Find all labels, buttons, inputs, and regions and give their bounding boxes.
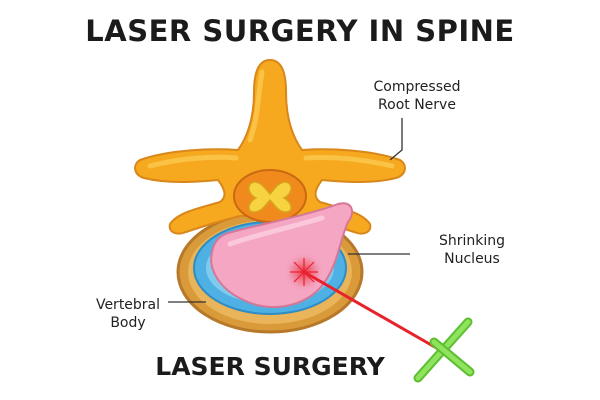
arch-highlight-left: [147, 154, 239, 169]
diagram-title: LASER SURGERY IN SPINE: [85, 14, 515, 48]
label-line: Vertebral: [95, 297, 161, 313]
laser-beam: [302, 270, 442, 352]
arch-highlight-right: [303, 154, 395, 169]
arch-highlight: [247, 69, 265, 143]
laser-handle: [413, 317, 475, 383]
nucleus-highlight: [227, 215, 325, 247]
label-compressed-root-nerve: Compressed Root Nerve: [352, 78, 482, 114]
spinal-cord-center: [248, 181, 292, 213]
label-shrinking-nucleus: Shrinking Nucleus: [412, 232, 532, 268]
label-line: Body: [110, 315, 146, 331]
label-line: Nucleus: [444, 251, 500, 267]
label-line: Compressed: [373, 79, 461, 95]
diagram-subtitle: LASER SURGERY: [155, 352, 385, 381]
label-line: Root Nerve: [378, 97, 456, 113]
label-line: Shrinking: [438, 233, 506, 249]
label-vertebral-body: Vertebral Body: [88, 296, 168, 332]
leader-compressed-root-nerve: [389, 118, 403, 161]
